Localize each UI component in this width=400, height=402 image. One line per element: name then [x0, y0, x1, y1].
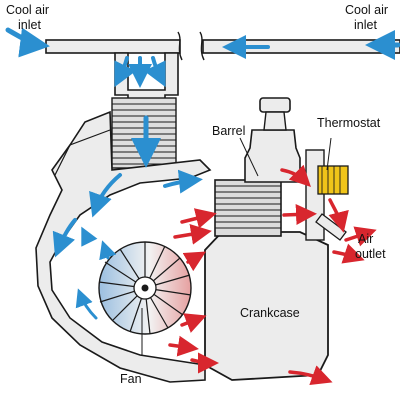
label-barrel: Barrel	[212, 124, 246, 138]
cylinder-head	[244, 97, 301, 183]
fan-housing	[35, 110, 212, 383]
label-cool-air-inlet-right-line1: Cool air	[345, 3, 389, 17]
leader-lines	[141, 137, 332, 356]
label-fan: Fan	[120, 372, 142, 386]
air-duct-top	[45, 31, 400, 61]
label-crankcase: Crankcase	[240, 306, 300, 320]
cool-air-arrows	[5, 27, 400, 320]
label-cool-air-inlet-left-line2: inlet	[18, 18, 41, 32]
fan-wheel	[98, 241, 192, 335]
label-thermostat: Thermostat	[317, 116, 381, 130]
label-air-outlet-line1: Air	[358, 232, 374, 246]
hot-air-arrows	[168, 164, 377, 386]
barrel	[214, 179, 282, 237]
label-cool-air-inlet-right-line2: inlet	[354, 18, 377, 32]
label-air-outlet-line2: outlet	[355, 247, 386, 261]
label-cool-air-inlet-left-line1: Cool air	[6, 3, 50, 17]
